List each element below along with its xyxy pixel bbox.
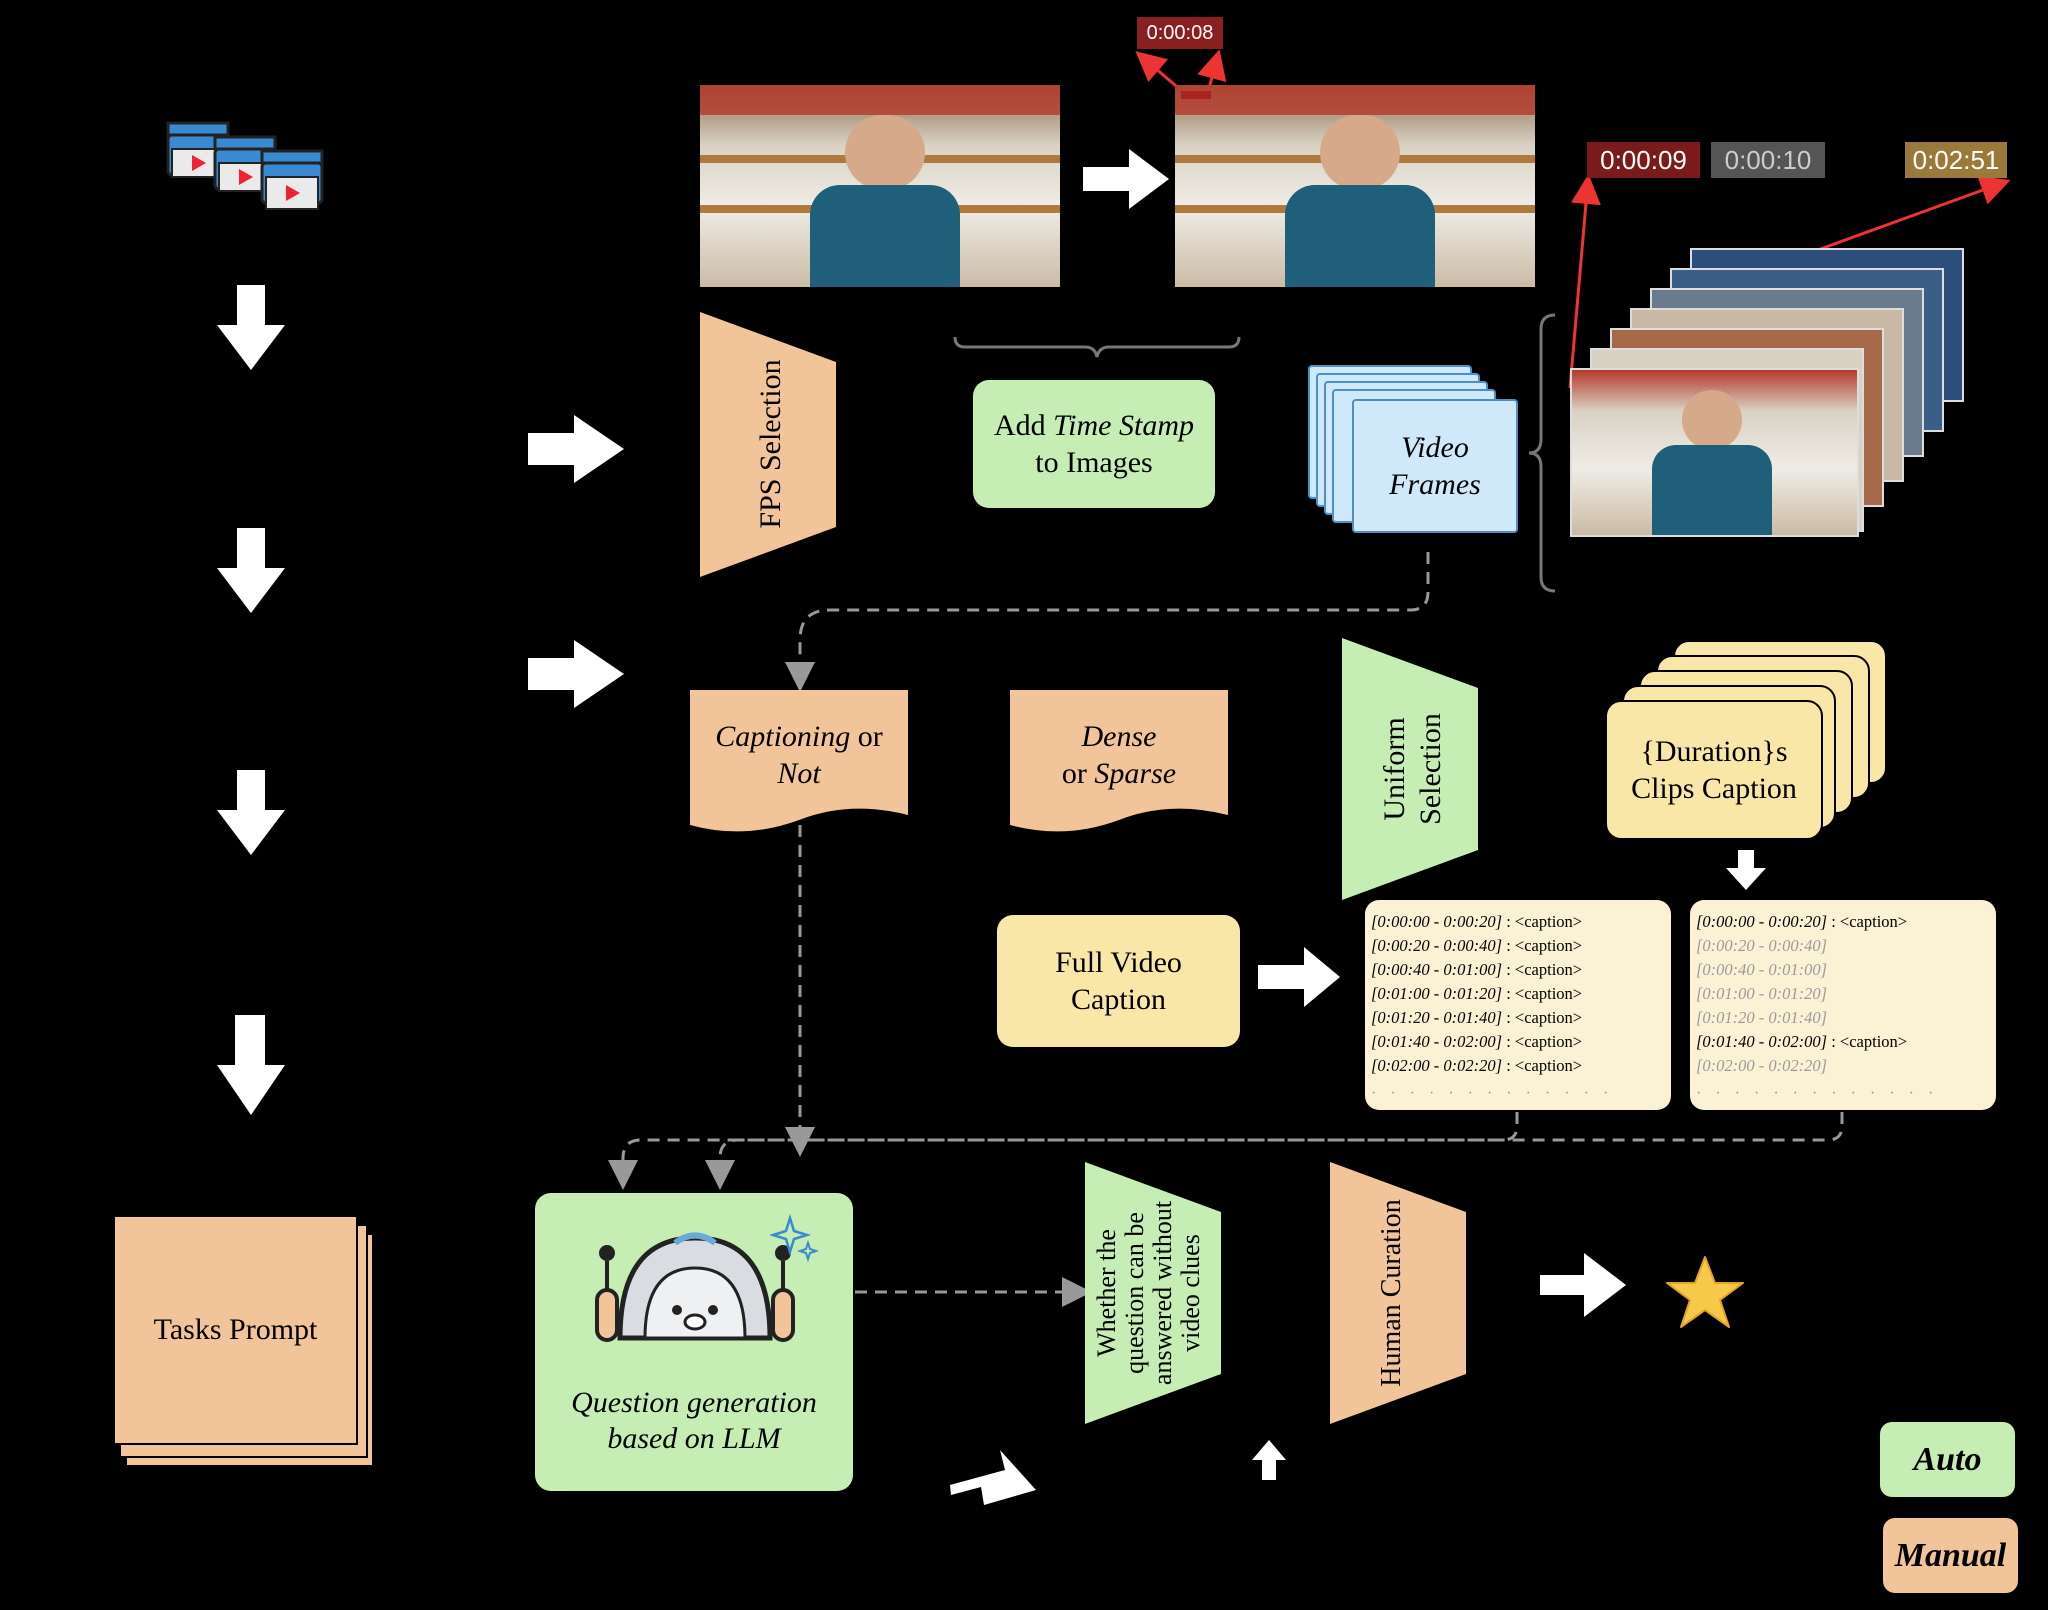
clips-caption-node: {Duration}s Clips Caption (1605, 640, 1887, 840)
caption-row: [0:00:40 - 0:01:00] : <caption> (1371, 960, 1583, 979)
legend-auto: Auto (1880, 1422, 2015, 1497)
video-frames-label-2: Frames (1389, 468, 1481, 501)
video-frames-node: Video Frames (1308, 365, 1518, 535)
blind-label-4: video clues (1176, 1234, 1205, 1352)
qgen-label-1: Question generation (571, 1386, 817, 1419)
caption-row: [0:00:20 - 0:00:40] : <caption> (1371, 936, 1583, 955)
timestamp-2: 0:00:10 (1711, 142, 1825, 178)
sparkle-icon (770, 1213, 820, 1263)
uniform-label-1: Uniform (1378, 717, 1411, 820)
qgen-label-2: based on LLM (607, 1422, 781, 1455)
robot-icon (595, 1232, 795, 1342)
timestamp-3: 0:02:51 (1905, 142, 2007, 178)
kitchen-image-original (700, 85, 1060, 287)
caption-row: [0:01:00 - 0:01:20] : <caption> (1371, 984, 1583, 1003)
uniform-label-2: Selection (1414, 713, 1447, 825)
legend-manual: Manual (1883, 1518, 2018, 1593)
caption-row: [0:01:40 - 0:02:00] : <caption> (1696, 1032, 1908, 1051)
question-generation-node: Question generation based on LLM (535, 1193, 853, 1491)
timestamp-top: 0:00:08 (1137, 17, 1223, 49)
ellipsis-dots: · · · · · · · · · · · · · (1696, 1085, 1939, 1102)
caption-row: [0:00:40 - 0:01:00] (1696, 960, 1828, 979)
captioning-node (690, 690, 908, 832)
dense-caption-list: [0:00:00 - 0:00:20] : <caption> [0:00:20 … (1365, 900, 1671, 1110)
caption-row: [0:00:00 - 0:00:20] : <caption> (1371, 912, 1583, 931)
caption-row: [0:00:00 - 0:00:20] : <caption> (1696, 912, 1908, 931)
blind-label-1: Whether the (1092, 1229, 1121, 1357)
clips-caption-label-2: Clips Caption (1631, 772, 1797, 805)
caption-row: [0:02:00 - 0:02:20] (1696, 1056, 1828, 1075)
blind-filter-node: Whether the question can be answered wit… (1085, 1162, 1221, 1424)
video-frames-label-1: Video (1401, 430, 1469, 464)
tasks-prompt-label: Tasks Prompt (153, 1313, 318, 1347)
fps-selection-node: FPS Selection (700, 312, 836, 577)
human-curation-label: Human Curation (1376, 1199, 1407, 1386)
add-timestamp-node: Add Time Stamp to Images (973, 380, 1215, 508)
clips-caption-label-1: {Duration}s (1640, 734, 1788, 768)
timestamp-1: 0:00:09 (1587, 142, 1700, 178)
full-video-caption-node: Full Video Caption (997, 915, 1240, 1047)
dense-sparse-node (1010, 690, 1228, 832)
pipeline-down-arrows (217, 285, 285, 1115)
tasks-prompt-node: Tasks Prompt (113, 1215, 374, 1470)
sparse-caption-list: [0:00:00 - 0:00:20] : <caption> [0:00:20 … (1690, 900, 1996, 1110)
blind-label-3: answered without (1148, 1200, 1177, 1385)
blind-label-2: question can be (1120, 1212, 1149, 1374)
caption-row: [0:01:00 - 0:01:20] (1696, 984, 1828, 1003)
caption-row: [0:01:20 - 0:01:40] : <caption> (1371, 1008, 1583, 1027)
pipeline-right-arrows (528, 149, 1626, 1505)
caption-row: [0:00:20 - 0:00:40] (1696, 936, 1828, 955)
ellipsis-dots: · · · · · · · · · · · · · (1371, 1085, 1614, 1102)
caption-row: [0:02:00 - 0:02:20] : <caption> (1371, 1056, 1583, 1075)
star-icon (1666, 1256, 1744, 1328)
captioning-label: Captioning or Not (715, 719, 883, 791)
dense-sparse-label: Dense or Sparse (1061, 719, 1177, 791)
frame-stack (1565, 248, 1965, 540)
kitchen-image-timestamped (1175, 85, 1535, 287)
caption-row: [0:01:20 - 0:01:40] (1696, 1008, 1828, 1027)
human-curation-node: Human Curation (1330, 1162, 1466, 1424)
video-clips-icon (166, 121, 324, 210)
uniform-selection-node: Uniform Selection (1342, 638, 1478, 900)
caption-row: [0:01:40 - 0:02:00] : <caption> (1371, 1032, 1583, 1051)
fps-selection-label: FPS Selection (754, 359, 787, 528)
